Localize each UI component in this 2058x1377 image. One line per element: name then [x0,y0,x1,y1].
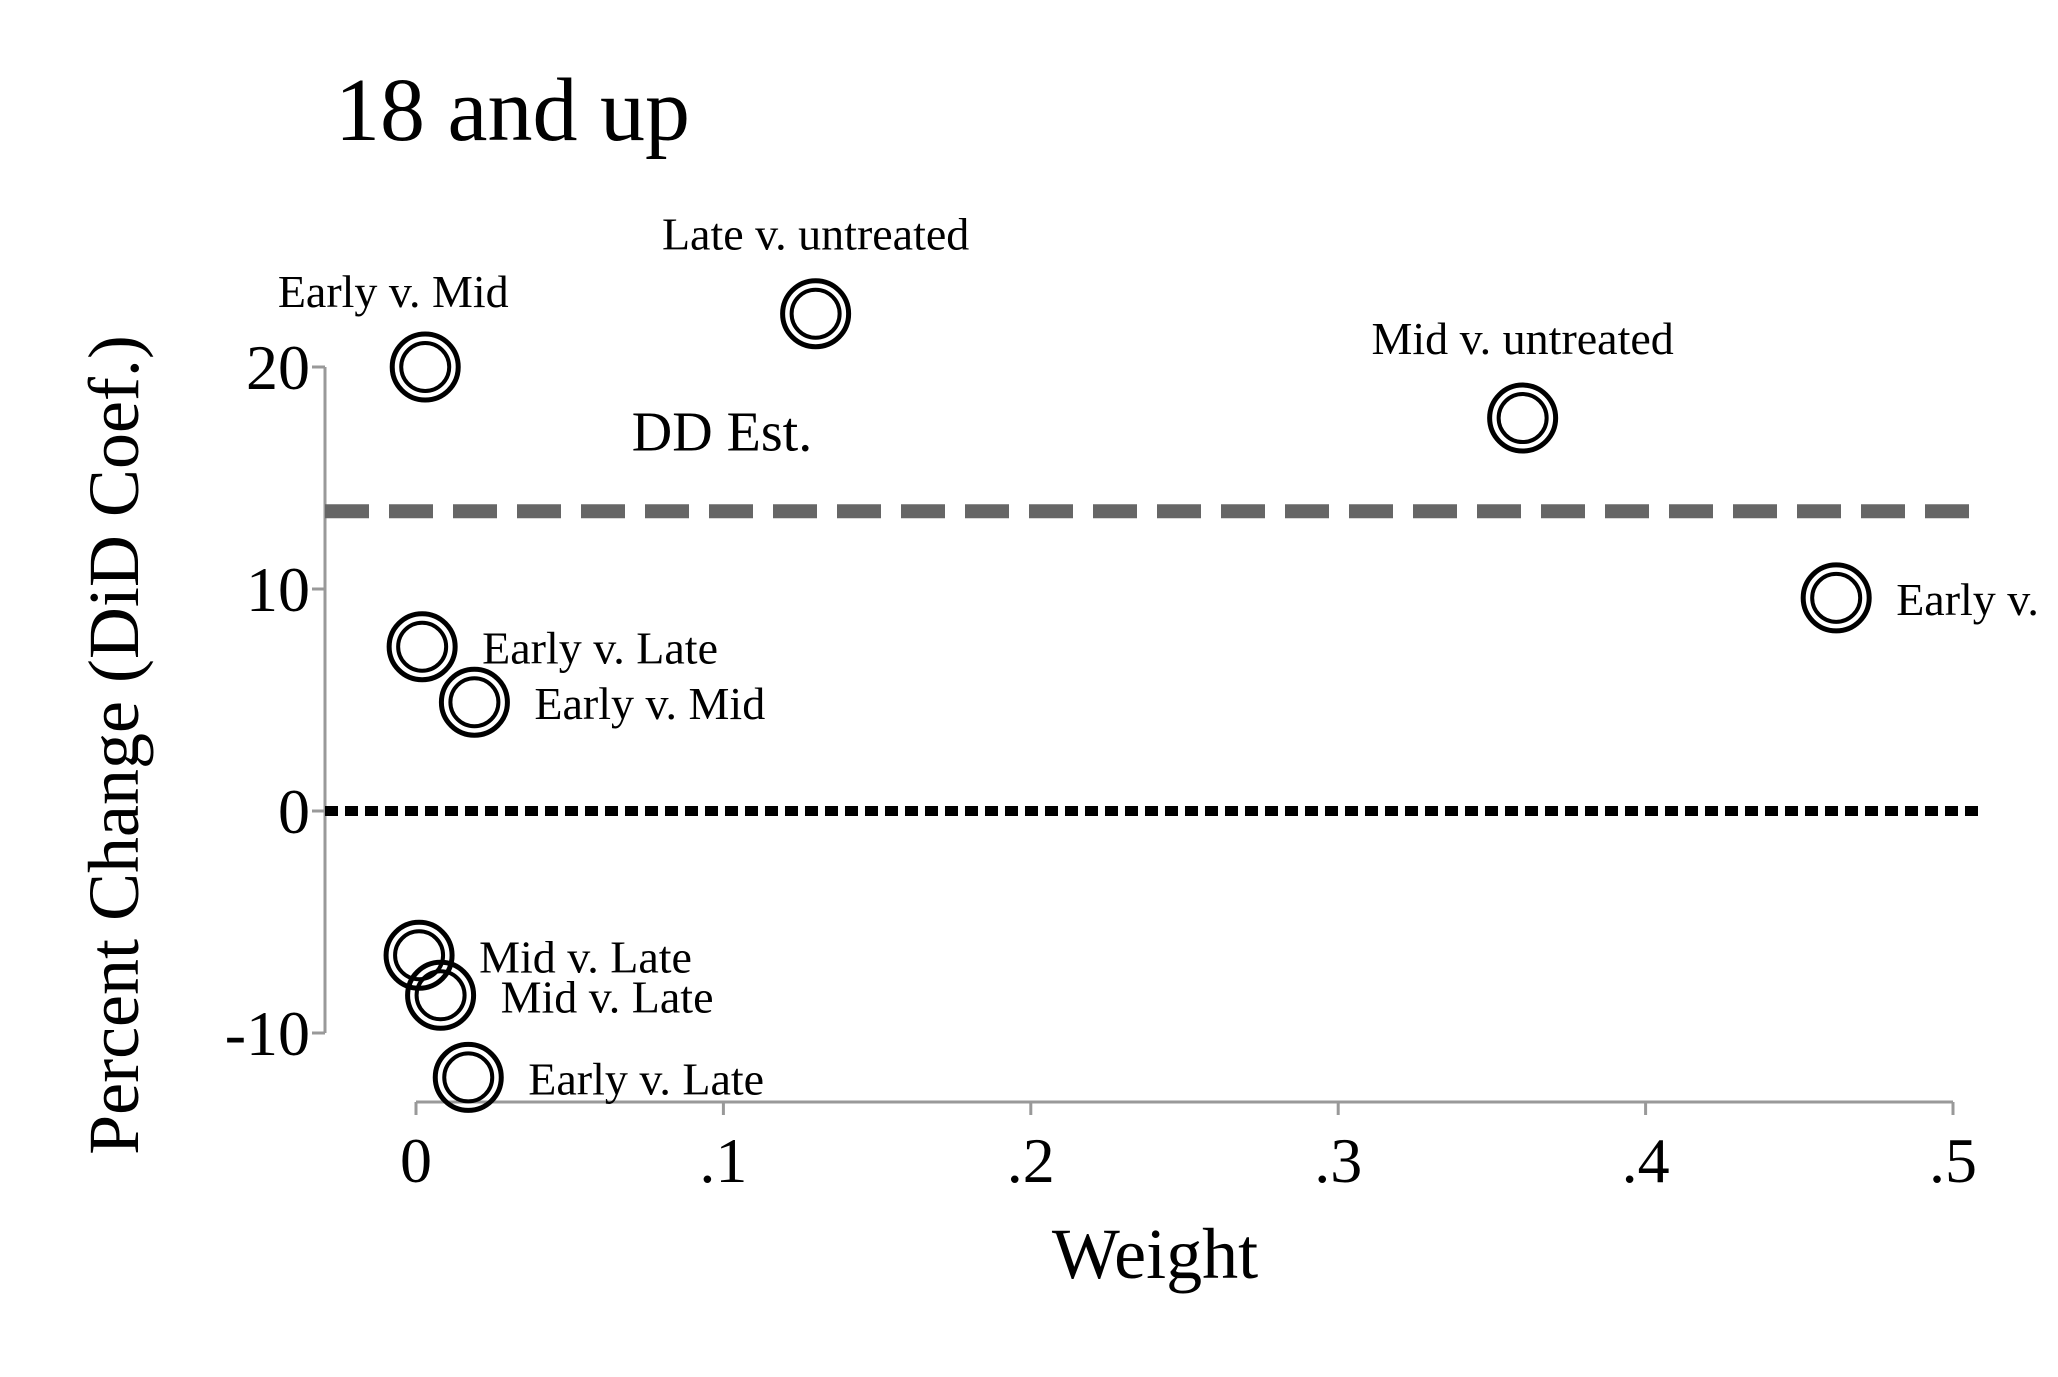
point-marker-inner [789,287,842,340]
point-marker-inner [448,676,501,729]
data-point: Early v. Late [386,611,718,683]
chart-title: 18 and up [335,61,690,160]
point-marker-outer [389,331,461,403]
x-tick-label: .1 [699,1125,747,1196]
point-marker-inner [414,969,467,1022]
point-label: Mid v. Late [501,971,714,1022]
data-point: Mid v. untreated [1371,313,1674,454]
x-axis-label: Weight [1052,1214,1258,1294]
point-label: Early v. [1896,574,2039,625]
point-marker-outer [438,666,510,738]
point-label: Early v. Late [482,623,718,674]
point-marker-inner [396,620,449,673]
y-axis-label: Percent Change (DiD Coef.) [74,335,154,1155]
point-label: Mid v. untreated [1371,313,1673,364]
y-tick-label: 20 [246,332,310,403]
point-marker-inner [1810,571,1863,624]
data-point: Mid v. Late [405,959,714,1031]
data-point: Early v. Mid [438,666,765,738]
y-tick-label: 0 [278,776,310,847]
dd-estimate-label: DD Est. [632,401,812,463]
y-tick-label: -10 [225,998,310,1069]
y-tick-label: 10 [246,554,310,625]
x-tick-label: .5 [1929,1125,1977,1196]
point-marker-outer [386,611,458,683]
point-marker-inner [393,929,446,982]
point-marker-inner [442,1051,495,1104]
reference-lines: DD Est. [325,401,1985,816]
x-tick-label: 0 [400,1125,432,1196]
x-tick-label: .3 [1314,1125,1362,1196]
data-point: Early v. Mid [278,266,509,403]
axes: -10 0 10 20 0 .1 .2 .3 .4 .5 [225,332,1977,1196]
point-label: Late v. untreated [662,209,969,260]
data-point: Early v. Late [432,1041,764,1113]
point-marker-outer [780,278,852,350]
point-marker-inner [399,341,452,393]
point-label: Mid v. Late [479,931,692,982]
x-tick-label: .2 [1007,1125,1055,1196]
point-marker-outer [405,959,477,1031]
data-point: Late v. untreated [662,209,969,350]
point-marker-outer [1487,382,1559,454]
point-marker-inner [1496,392,1549,445]
x-tick-label: .4 [1622,1125,1670,1196]
point-label: Early v. Mid [534,678,765,729]
point-marker-outer [432,1041,504,1113]
point-label: Early v. Late [528,1053,764,1104]
data-point: Mid v. Late [383,919,692,991]
point-marker-outer [1800,562,1872,634]
data-point: Early v. [1800,562,2039,634]
point-label: Early v. Mid [278,266,509,317]
